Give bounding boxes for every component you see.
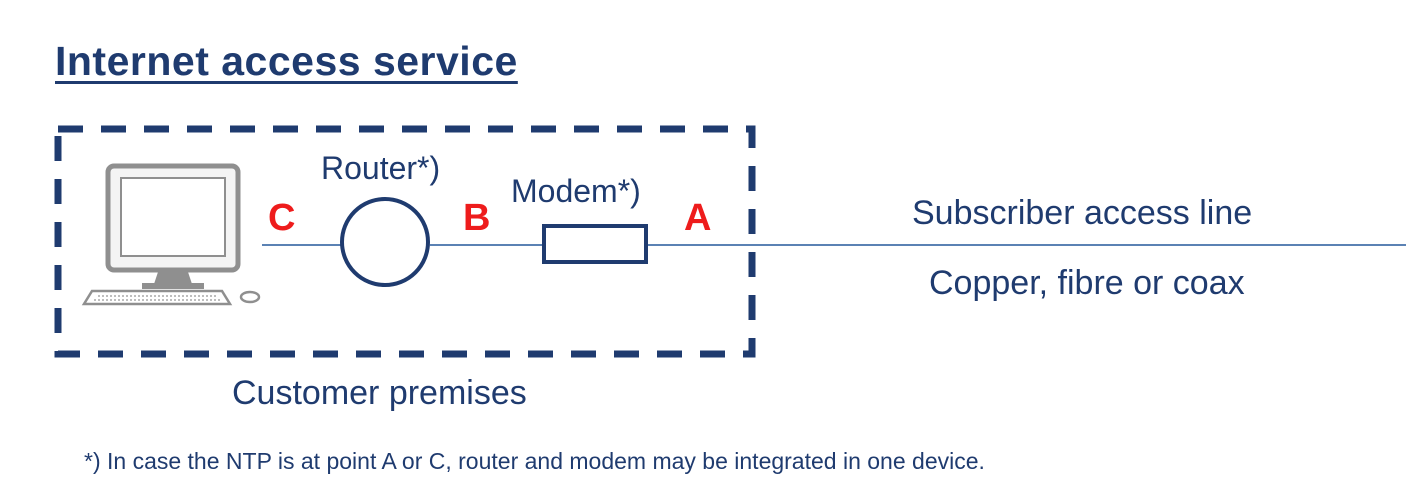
point-c-label: C	[268, 197, 296, 239]
point-a-label: A	[684, 197, 712, 239]
computer-icon	[81, 163, 261, 306]
line-media-label: Copper, fibre or coax	[929, 264, 1245, 302]
customer-premises-label: Customer premises	[232, 374, 527, 412]
subscriber-access-line-label: Subscriber access line	[912, 194, 1253, 232]
modem-icon	[542, 224, 648, 264]
router-label: Router*)	[321, 150, 441, 186]
diagram-title: Internet access service	[55, 38, 518, 84]
customer-premises-boundary	[54, 125, 756, 358]
modem-label: Modem*)	[511, 173, 641, 209]
footnote: *) In case the NTP is at point A or C, r…	[84, 448, 985, 474]
router-icon	[340, 197, 430, 287]
point-b-label: B	[463, 197, 491, 239]
